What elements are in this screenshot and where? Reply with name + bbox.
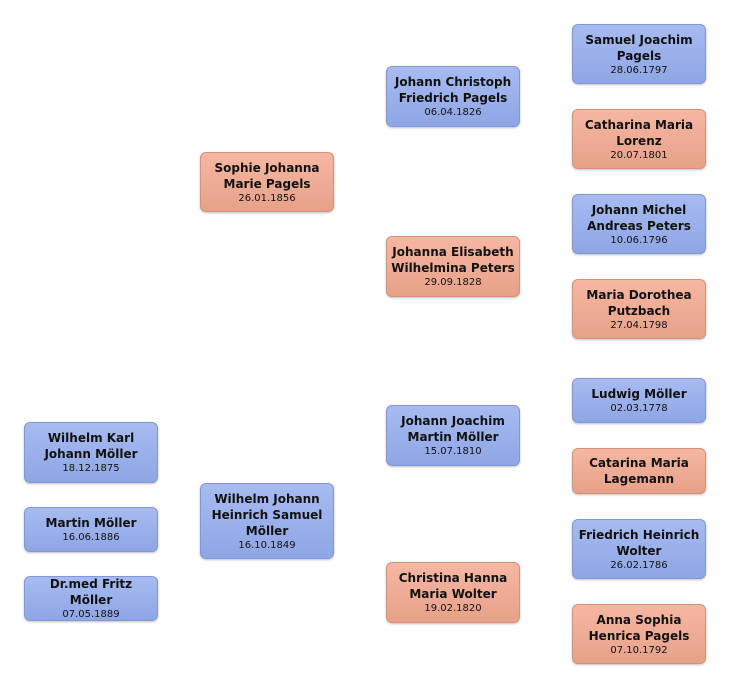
- person-name: Ludwig Möller: [591, 387, 687, 401]
- person-card-child-2[interactable]: Martin Möller 16.06.1886: [24, 507, 158, 552]
- person-card-gg-7[interactable]: Friedrich Heinrich Wolter 26.02.1786: [572, 519, 706, 579]
- person-card-gg-8[interactable]: Anna Sophia Henrica Pagels 07.10.1792: [572, 604, 706, 664]
- person-date: 19.02.1820: [424, 603, 482, 614]
- person-name: Martin Möller: [45, 516, 137, 530]
- person-name: Friedrich Heinrich Wolter: [578, 527, 700, 558]
- person-card-gg-5[interactable]: Ludwig Möller 02.03.1778: [572, 378, 706, 423]
- person-date: 16.10.1849: [238, 539, 296, 551]
- person-name: Maria Dorothea Putzbach: [586, 287, 692, 318]
- person-date: 18.12.1875: [62, 463, 120, 474]
- person-card-gg-3[interactable]: Johann Michel Andreas Peters 10.06.1796: [572, 194, 706, 254]
- person-date: 26.01.1856: [238, 192, 296, 204]
- person-date: 26.02.1786: [610, 559, 668, 571]
- person-name: Wilhelm Karl Johann Möller: [44, 431, 138, 461]
- person-name: Johann Michel Andreas Peters: [587, 202, 691, 233]
- person-name: Wilhelm Johann Heinrich Samuel Möller: [211, 491, 323, 538]
- person-date: 10.06.1796: [610, 234, 668, 246]
- person-card-child-3[interactable]: Dr.med Fritz Möller 07.05.1889: [24, 576, 158, 621]
- person-date: 07.10.1792: [610, 644, 668, 656]
- person-card-mother[interactable]: Sophie Johanna Marie Pagels 26.01.1856: [200, 152, 334, 212]
- person-name: Johanna Elisabeth Wilhelmina Peters: [391, 245, 515, 275]
- person-card-mother-father[interactable]: Johann Christoph Friedrich Pagels 06.04.…: [386, 66, 520, 127]
- person-card-mother-mother[interactable]: Johanna Elisabeth Wilhelmina Peters 29.0…: [386, 236, 520, 297]
- person-date: 16.06.1886: [62, 532, 120, 543]
- person-name: Anna Sophia Henrica Pagels: [588, 612, 690, 643]
- person-name: Christina Hanna Maria Wolter: [398, 571, 508, 601]
- person-name: Johann Joachim Martin Möller: [401, 414, 505, 444]
- person-card-father-father[interactable]: Johann Joachim Martin Möller 15.07.1810: [386, 405, 520, 466]
- person-date: 27.04.1798: [610, 319, 668, 331]
- person-name: Catarina Maria Lagemann: [589, 456, 689, 486]
- person-card-gg-6[interactable]: Catarina Maria Lagemann: [572, 448, 706, 494]
- person-name: Catharina Maria Lorenz: [584, 117, 694, 148]
- person-name: Samuel Joachim Pagels: [585, 32, 693, 63]
- person-date: 06.04.1826: [424, 107, 482, 118]
- person-card-father-mother[interactable]: Christina Hanna Maria Wolter 19.02.1820: [386, 562, 520, 623]
- person-date: 15.07.1810: [424, 446, 482, 457]
- person-date: 20.07.1801: [610, 149, 668, 161]
- person-name: Johann Christoph Friedrich Pagels: [394, 75, 512, 105]
- person-card-child-1[interactable]: Wilhelm Karl Johann Möller 18.12.1875: [24, 422, 158, 483]
- person-name: Dr.med Fritz Möller: [49, 577, 133, 607]
- person-date: 07.05.1889: [62, 609, 120, 620]
- person-card-father[interactable]: Wilhelm Johann Heinrich Samuel Möller 16…: [200, 483, 334, 559]
- person-card-gg-4[interactable]: Maria Dorothea Putzbach 27.04.1798: [572, 279, 706, 339]
- person-date: 02.03.1778: [610, 403, 668, 414]
- person-card-gg-1[interactable]: Samuel Joachim Pagels 28.06.1797: [572, 24, 706, 84]
- person-date: 29.09.1828: [424, 277, 482, 288]
- person-card-gg-2[interactable]: Catharina Maria Lorenz 20.07.1801: [572, 109, 706, 169]
- person-name: Sophie Johanna Marie Pagels: [214, 160, 320, 191]
- person-date: 28.06.1797: [610, 64, 668, 76]
